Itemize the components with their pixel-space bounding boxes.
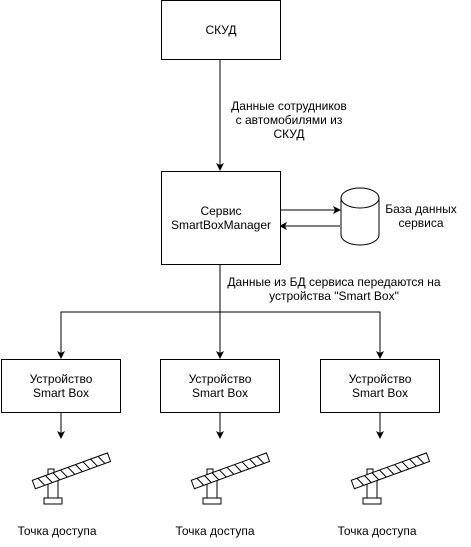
device-box-3: Устройство Smart Box (320, 359, 440, 413)
access-point-caption-1: Точка доступа (17, 524, 97, 538)
barrier-icon (31, 452, 112, 505)
database-cylinder (340, 187, 380, 246)
database-line2: сервиса (398, 216, 444, 230)
skud-box: СКУД (161, 0, 281, 60)
device-box-1: Устройство Smart Box (1, 359, 121, 413)
skud-label: СКУД (205, 23, 237, 37)
service-line1: Сервис (200, 204, 242, 218)
device-3-line2: Smart Box (351, 386, 408, 400)
arrow-top-label: Данные сотрудников с автомобилями из СКУ… (224, 99, 354, 141)
arrow-mid-label-line2: устройства "Smart Box" (269, 289, 399, 303)
device-box-2: Устройство Smart Box (160, 359, 280, 413)
access-point-caption-2: Точка доступа (175, 524, 255, 538)
access-point-caption-3: Точка доступа (337, 524, 417, 538)
barrier-icon (190, 452, 271, 505)
database-line1: База данных (385, 202, 457, 216)
arrow-mid-label-line1: Данные из БД сервиса передаются на (227, 275, 441, 289)
device-2-line2: Smart Box (191, 386, 248, 400)
service-line2: SmartBoxManager (170, 218, 272, 232)
arrow-mid-label: Данные из БД сервиса передаются на устро… (224, 275, 444, 303)
device-1-line1: Устройство (29, 372, 93, 386)
device-3-line1: Устройство (348, 372, 412, 386)
device-1-line2: Smart Box (32, 386, 89, 400)
device-2-line1: Устройство (188, 372, 252, 386)
arrow-top-label-line1: Данные сотрудников (231, 99, 347, 113)
arrow-top-label-line2: с автомобилями из (235, 113, 343, 127)
database-label: База данных сервиса (383, 202, 459, 230)
service-box: Сервис SmartBoxManager (161, 171, 281, 265)
arrow-top-label-line3: СКУД (273, 127, 305, 141)
barrier-icon (350, 452, 431, 505)
distribution-line (60, 311, 381, 358)
